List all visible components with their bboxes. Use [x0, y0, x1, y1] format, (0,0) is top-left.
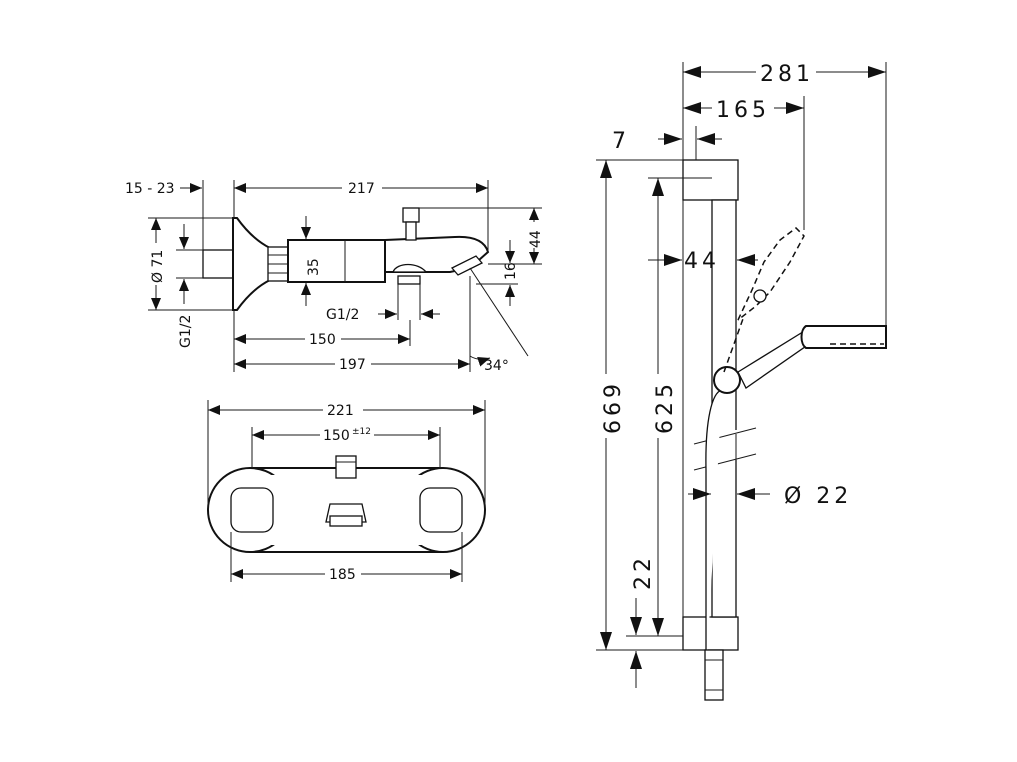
wall-flange: [232, 217, 271, 311]
top-outlet-nut: [329, 515, 363, 527]
outlet-thread: [397, 275, 421, 285]
dim-wall-depth: 15 - 23: [125, 181, 175, 197]
diverter-stem: [405, 221, 417, 241]
hand-shower-head: [800, 325, 887, 349]
dim-length-total: 217: [348, 181, 375, 197]
mixer-body: [287, 239, 386, 283]
dim-height-total: 669: [601, 380, 626, 434]
right-handle: [419, 487, 463, 533]
outlet-swivel: [392, 263, 428, 273]
spout-aerator: [450, 255, 484, 276]
bottom-wall-bracket: [682, 616, 739, 651]
dim-projection-handshower: 165: [716, 98, 770, 123]
left-handle: [230, 487, 274, 533]
top-wall-bracket: [682, 159, 739, 201]
dim-center-distance: 150: [309, 332, 336, 348]
dim-bottom-offset: 22: [631, 554, 656, 590]
dim-top-centers-tolerance: ±12: [352, 427, 371, 437]
shower-hose: [705, 389, 723, 680]
hand-shower-alt-joint: [753, 289, 767, 303]
hand-shower-alt-position: [737, 227, 805, 321]
dim-top-inner-width: 185: [329, 567, 356, 583]
dim-top-centers: 150: [323, 428, 350, 444]
dim-offset-wall: 7: [612, 129, 630, 154]
dim-flange-diameter: Ø 71: [150, 250, 166, 283]
dim-top-width: 221: [327, 403, 354, 419]
diverter-knob: [402, 207, 420, 223]
hose-nut: [704, 649, 724, 701]
shower-set-view: 281 165 7 44 669 625 Ø 22: [596, 58, 887, 701]
dim-projection-total: 281: [760, 62, 814, 87]
top-diverter: [335, 455, 357, 479]
mixer-top-view: 221 150 ±12 185: [207, 400, 486, 583]
dim-spout-reach: 197: [339, 357, 366, 373]
dim-height-rail: 625: [653, 380, 678, 434]
dim-inlet-thread: G1/2: [178, 315, 194, 348]
mixer-side-view: 15 - 23 217 Ø 71 G1/2 35 44 16: [125, 178, 544, 374]
dim-rail-offset: 44: [684, 249, 720, 274]
dim-spout-height: 16: [503, 262, 519, 280]
inlet-stub: [202, 249, 234, 279]
dim-body-height: 35: [306, 258, 322, 276]
dim-top-height: 44: [528, 230, 544, 248]
dim-outlet-thread: G1/2: [326, 307, 359, 323]
dim-spout-angle: 34°: [484, 358, 509, 374]
shower-holder-slider: [713, 366, 741, 394]
dim-rail-diameter: Ø 22: [784, 484, 852, 509]
